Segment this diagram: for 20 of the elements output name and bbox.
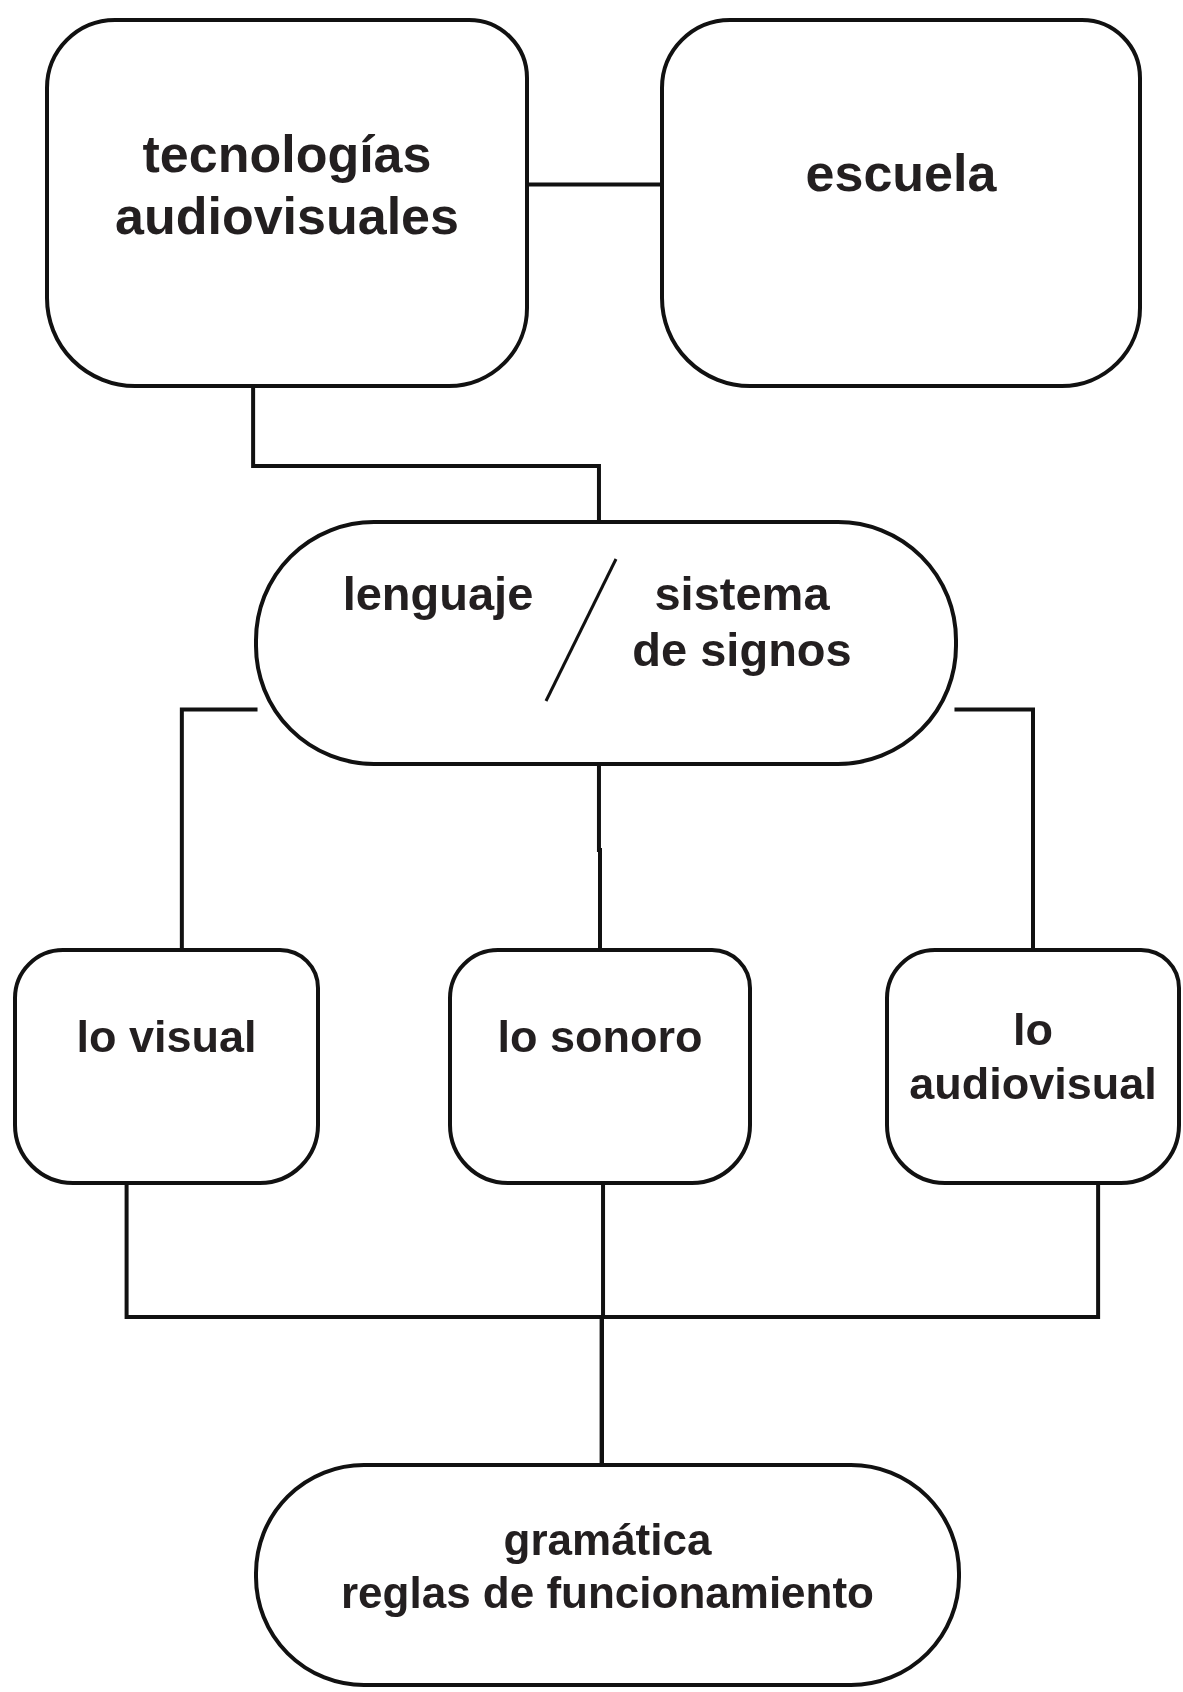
connector-line [179, 707, 258, 948]
node-text: escuela [805, 142, 997, 204]
node-text: lo audiovisual [908, 1002, 1158, 1111]
connector-line [596, 766, 602, 948]
rounded-box [45, 18, 529, 388]
connector-line [599, 1185, 1101, 1463]
rounded-box [13, 948, 320, 1185]
node-text: tecnologías audiovisuales [114, 123, 460, 247]
node-text: reglas de funcionamiento [341, 1567, 874, 1619]
connector-line [251, 388, 601, 520]
node-text: sistema de signos [631, 566, 853, 679]
node-text: lo sonoro [497, 1009, 703, 1064]
node-text: lo visual [76, 1009, 257, 1064]
rounded-box [448, 948, 752, 1185]
connector-line [954, 707, 1035, 948]
rounded-box [885, 948, 1181, 1185]
node-text: lenguaje [341, 566, 535, 622]
node-text: gramática [503, 1514, 712, 1567]
connector-line [529, 182, 660, 187]
rounded-box [660, 18, 1142, 388]
